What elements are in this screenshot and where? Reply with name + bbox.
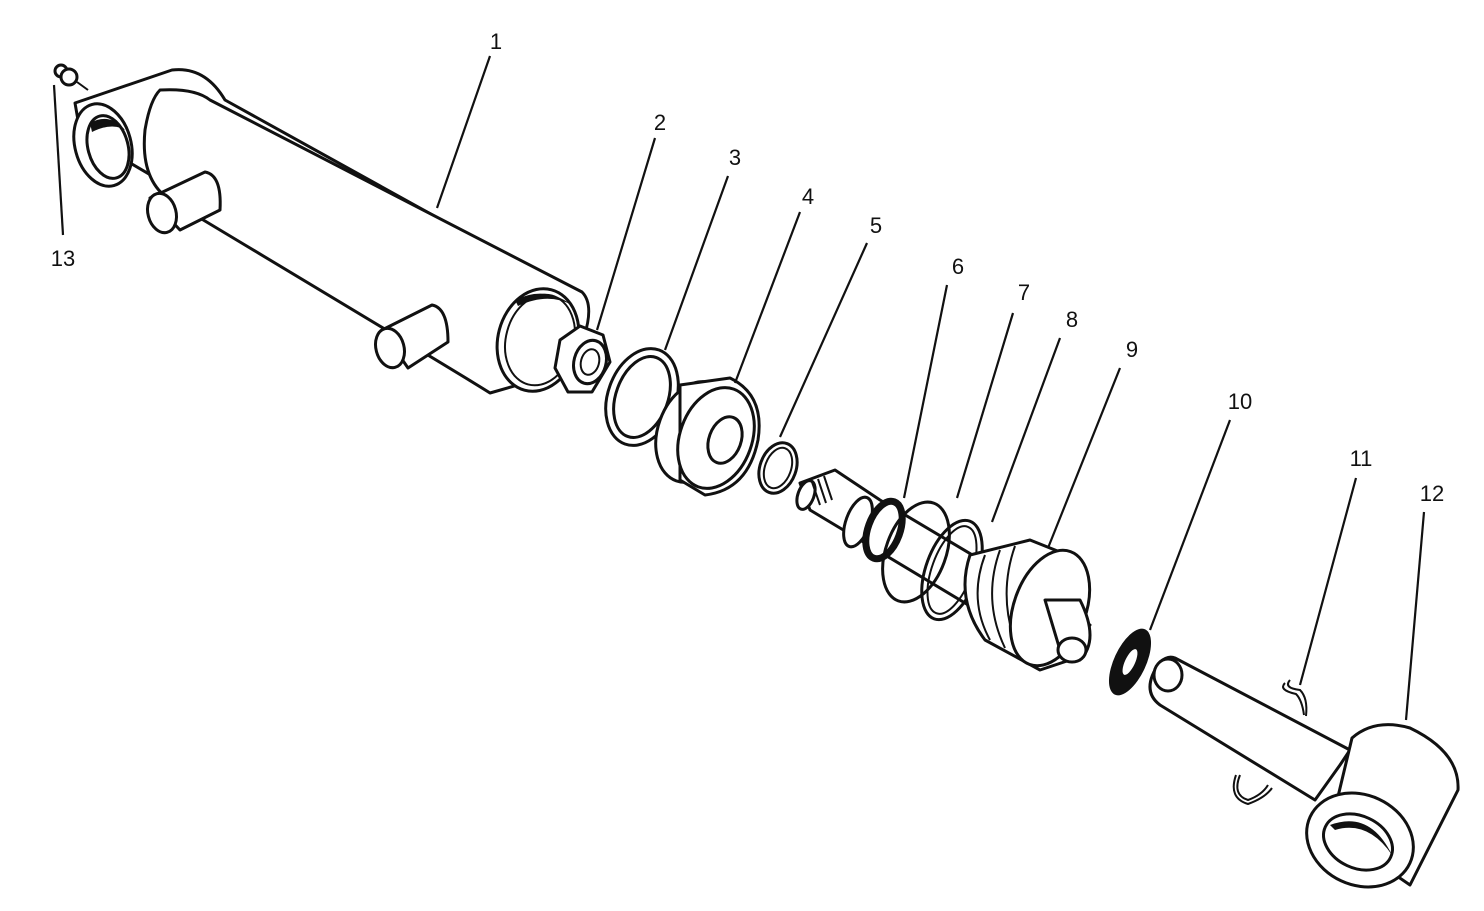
part-9-piston [963, 538, 1092, 672]
leader-lines [52, 55, 1426, 721]
part-3-backup-ring [604, 347, 680, 447]
callout-5: 5 [869, 213, 883, 238]
leader-line-1 [435, 55, 492, 209]
callout-1: 1 [489, 29, 503, 54]
part-6-seal [862, 497, 906, 563]
part-1-cylinder-body [72, 68, 591, 395]
leader-line-2 [595, 137, 657, 331]
callout-3: 3 [728, 145, 742, 170]
leader-line-7 [955, 312, 1015, 499]
leader-line-4 [733, 211, 802, 384]
callout-9: 9 [1125, 337, 1139, 362]
leader-line-9 [1046, 367, 1122, 549]
callout-12: 12 [1419, 481, 1445, 506]
callout-7: 7 [1017, 280, 1031, 305]
callout-10: 10 [1227, 389, 1253, 414]
leader-line-10 [1148, 419, 1232, 631]
part-12-rod-end [1148, 655, 1460, 889]
leader-line-11 [1298, 477, 1358, 686]
callout-2: 2 [653, 110, 667, 135]
leader-line-6 [902, 284, 949, 499]
leader-line-5 [778, 242, 869, 438]
part-2-hex-nut [553, 324, 612, 394]
leader-line-8 [990, 337, 1062, 523]
callout-8: 8 [1065, 307, 1079, 332]
leader-line-12 [1404, 511, 1426, 721]
part-13-grease-fitting [53, 63, 89, 91]
callout-11: 11 [1349, 446, 1373, 471]
part-7-o-ring [881, 500, 951, 604]
part-11-clip [1232, 679, 1308, 806]
part-4-gland [654, 376, 761, 497]
callout-4: 4 [801, 184, 815, 209]
part-5-o-ring [757, 441, 799, 495]
leader-line-13 [52, 84, 65, 236]
leader-line-3 [663, 175, 730, 351]
callout-13: 13 [50, 246, 76, 271]
callout-6: 6 [951, 254, 965, 279]
part-10-wiper [1108, 628, 1152, 696]
